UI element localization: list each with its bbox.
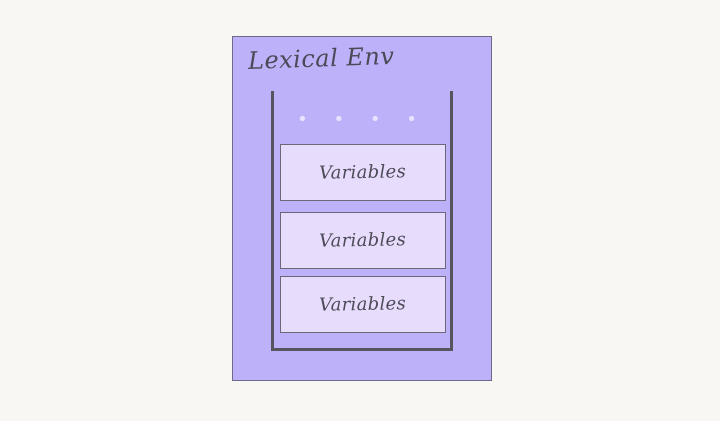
variables-frame-label: Variables bbox=[319, 229, 407, 252]
variables-frame-label: Variables bbox=[319, 161, 407, 184]
variables-frame-bottom: Variables bbox=[280, 276, 446, 333]
variables-frame-label: Variables bbox=[319, 293, 407, 316]
lexical-environment-box: Lexical Env • • • • Variables Variables … bbox=[232, 36, 492, 381]
variables-frame-top: Variables bbox=[280, 144, 446, 201]
stack-ellipsis: • • • • bbox=[297, 109, 427, 130]
lexical-environment-title: Lexical Env bbox=[247, 41, 395, 75]
variables-frame-middle: Variables bbox=[280, 212, 446, 269]
variable-stack-container: • • • • Variables Variables Variables bbox=[271, 91, 453, 351]
